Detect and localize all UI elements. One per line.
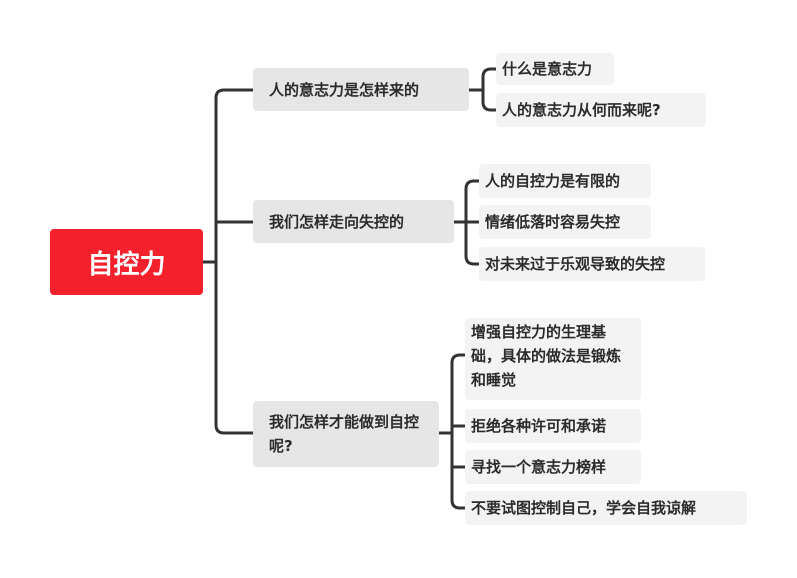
leaf-node[interactable]: 什么是意志力	[496, 53, 614, 85]
leaf-node[interactable]: 不要试图控制自己，学会自我谅解	[465, 491, 747, 525]
root-node[interactable]: 自控力	[50, 229, 203, 295]
leaf-node[interactable]: 人的自控力是有限的	[479, 164, 651, 198]
leaf-node[interactable]: 对未来过于乐观导致的失控	[479, 247, 705, 281]
branch-3-spine	[450, 353, 462, 510]
branch-1-spine	[481, 67, 493, 112]
leaf-node[interactable]: 情绪低落时容易失控	[479, 205, 651, 239]
branch-node-1[interactable]: 人的意志力是怎样来的	[253, 68, 469, 111]
branch-node-2[interactable]: 我们怎样走向失控的	[253, 200, 454, 243]
branch-node-3[interactable]: 我们怎样才能做到自控呢?	[253, 401, 439, 467]
leaf-node[interactable]: 增强自控力的生理基础，具体的做法是锻炼和睡觉	[465, 318, 641, 400]
root-spine	[214, 88, 226, 435]
leaf-node[interactable]: 寻找一个意志力榜样	[465, 450, 641, 484]
leaf-node[interactable]: 拒绝各种许可和承诺	[465, 409, 641, 443]
leaf-node[interactable]: 人的意志力从何而来呢?	[496, 93, 706, 127]
